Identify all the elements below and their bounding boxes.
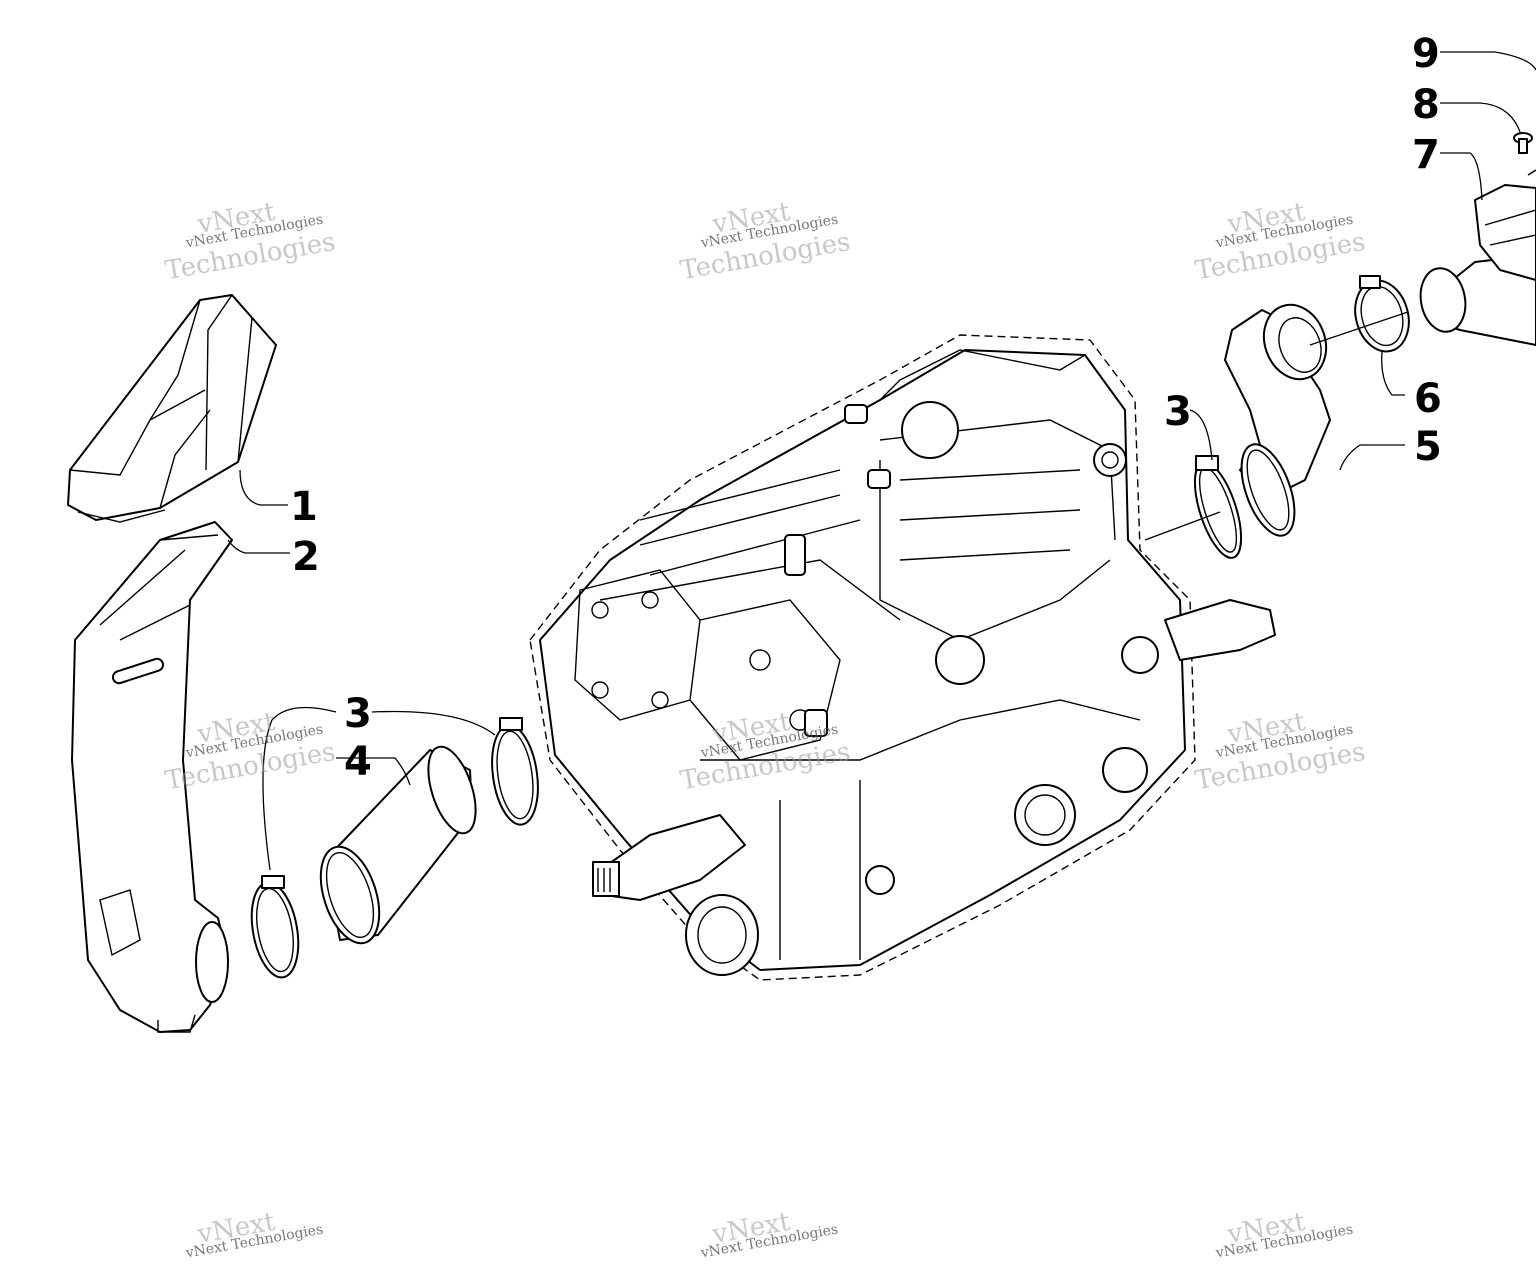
part-3-clamp-right [1193, 455, 1243, 559]
callout-9: 9 [1412, 31, 1440, 77]
part-3-clamp-left-small [250, 875, 300, 979]
callout-8: 8 [1412, 82, 1440, 128]
watermark-mid-left: vNext vNext Technologies Technologies [163, 707, 338, 797]
watermark-bottom-left: vNext vNext Technologies [184, 1207, 325, 1262]
callout-5: 5 [1414, 424, 1442, 470]
watermark-top-center: vNext vNext Technologies Technologies [678, 197, 853, 287]
part-9-bracket [1527, 169, 1536, 176]
watermark-top-left: vNext vNext Technologies Technologies [163, 197, 338, 287]
part-1-intake-cover [67, 294, 277, 523]
part-2-air-duct [71, 521, 233, 1033]
part-5-elbow-hose [1224, 303, 1331, 537]
watermark-mid-right: vNext vNext Technologies Technologies [1193, 707, 1368, 797]
callout-1: 1 [290, 484, 318, 530]
part-4-connector-tube [319, 745, 477, 945]
callout-4: 4 [344, 739, 372, 785]
part-8-screw [1513, 132, 1533, 154]
leader-lines [227, 51, 1536, 871]
callout-2: 2 [292, 534, 320, 580]
callout-7: 7 [1412, 132, 1440, 178]
watermark-top-right: vNext vNext Technologies Technologies [1193, 197, 1368, 287]
part-6-clamp-upper [1354, 275, 1410, 353]
watermark-bottom-center: vNext vNext Technologies [699, 1207, 840, 1262]
callout-3-left: 3 [344, 691, 372, 737]
callout-numbers: 1 2 3 4 3 5 6 7 8 9 [290, 31, 1442, 785]
part-7-airbox-outlet [1419, 184, 1536, 346]
callout-3-right: 3 [1164, 389, 1192, 435]
watermark-bottom-right: vNext vNext Technologies [1214, 1207, 1355, 1262]
part-3-clamp-left-large [491, 717, 539, 826]
engine-assembly [529, 334, 1276, 981]
callout-6: 6 [1414, 376, 1442, 422]
